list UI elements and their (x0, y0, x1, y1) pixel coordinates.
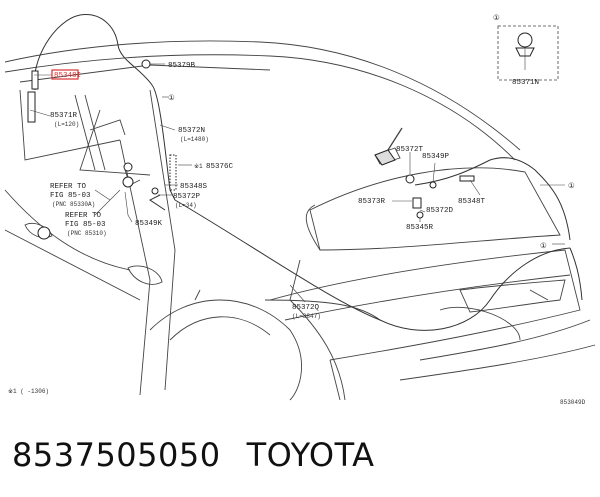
part-labels: 85371N 85348I 85371R (L=120) 85379B 8537… (50, 62, 539, 320)
brand-name: TOYOTA (246, 436, 375, 474)
svg-text:(PNC 85310): (PNC 85310) (67, 230, 107, 237)
label-85379B: 85379B (168, 62, 196, 70)
car-body-outline (4, 40, 596, 401)
part-number: 8537505050 (12, 436, 221, 474)
svg-text:REFER TO: REFER TO (65, 212, 102, 220)
label-85345R: 85345R (406, 224, 434, 232)
label-85371R-length: (L=120) (54, 121, 79, 128)
svg-text:(PNC 85330A): (PNC 85330A) (52, 201, 95, 208)
svg-text:FIG 85-03: FIG 85-03 (65, 221, 106, 229)
label-85376C: 85376C (206, 163, 234, 171)
label-85373R: 85373R (358, 198, 386, 206)
parts-diagram: ① ① ① ① 85371N 85348I 85371R (L=120) 853… (4, 14, 596, 406)
highlight-box (51, 69, 79, 80)
label-85372P: 85372P (173, 193, 201, 201)
label-85372Q: 85372Q (292, 304, 320, 312)
marker-a: ① (168, 94, 175, 103)
label-85348T: 85348T (458, 198, 486, 206)
footnote: ※1 ( -1306) (8, 388, 49, 395)
label-85372N-length: (L=1480) (180, 136, 209, 143)
label-85349P: 85349P (422, 153, 450, 161)
label-85348I: 85348I (54, 72, 81, 80)
hose-route (33, 14, 583, 331)
label-85372Q-length: (L=3847) (292, 313, 321, 320)
marker-b: ① (568, 182, 575, 191)
svg-text:FIG 85-03: FIG 85-03 (50, 192, 91, 200)
label-85349K: 85349K (135, 220, 163, 228)
label-85371R: 85371R (50, 112, 78, 120)
label-85376C-prefix: ※1 (194, 163, 203, 170)
label-85372N: 85372N (178, 127, 205, 135)
detail-box (497, 25, 559, 81)
leader-lines (29, 49, 565, 303)
svg-text:REFER TO: REFER TO (50, 183, 87, 191)
caption: 8537505050 TOYOTA (12, 436, 401, 474)
label-85371N: 85371N (512, 79, 539, 87)
figure-code: 853049D (560, 399, 586, 406)
marker-c: ① (540, 242, 547, 251)
small-parts (27, 32, 535, 240)
label-85372D: 85372D (426, 207, 454, 215)
label-85372P-length: (L=34) (175, 202, 197, 209)
label-85372T: 85372T (396, 146, 424, 154)
marker-detail: ① (493, 14, 500, 23)
circle-markers: ① ① ① ① (168, 14, 575, 251)
refer-notes: REFER TO FIG 85-03 (PNC 85330A) REFER TO… (50, 183, 107, 237)
label-85348S: 85348S (180, 183, 208, 191)
